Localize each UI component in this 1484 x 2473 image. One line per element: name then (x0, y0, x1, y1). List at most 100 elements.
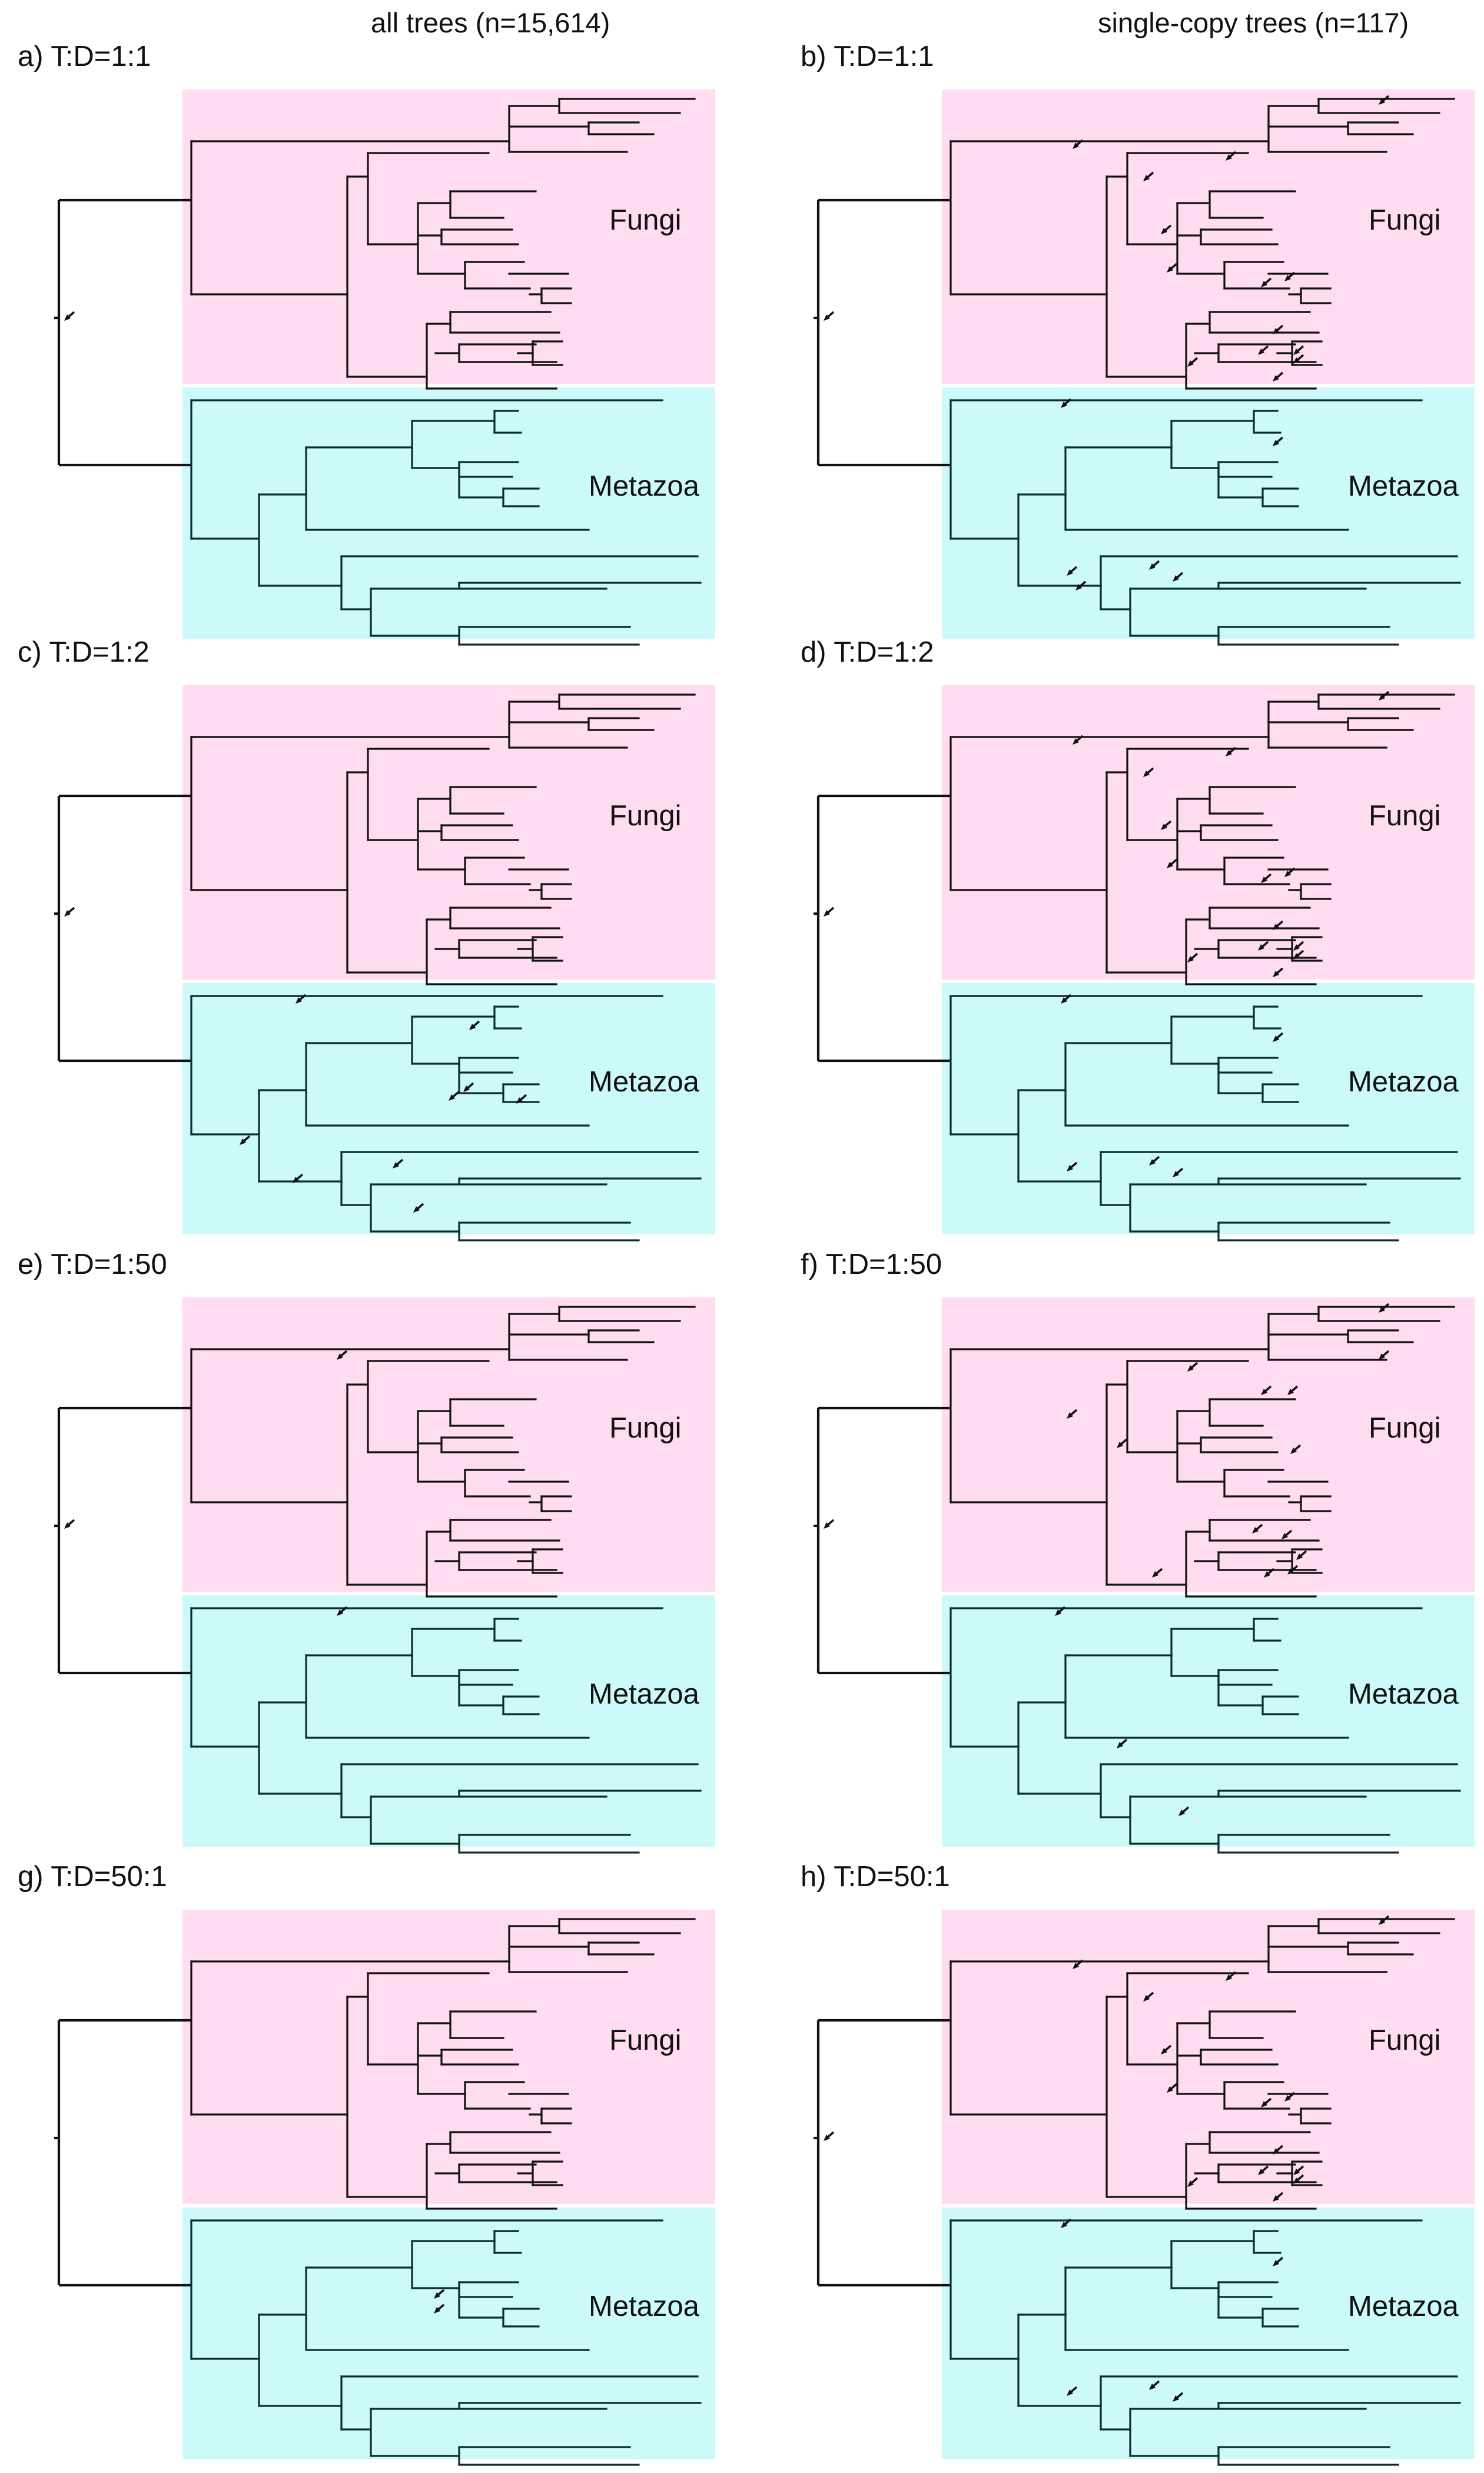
fungi-clade-background (182, 89, 715, 384)
fungi-clade-background (182, 1910, 715, 2204)
arrow-fungi (1282, 1529, 1293, 1539)
panel-label-c: c) T:D=1:2 (18, 636, 150, 668)
panel-label-a: a) T:D=1:1 (18, 41, 151, 72)
metazoa-clade-background (942, 1595, 1475, 1847)
clade-label-fungi: Fungi (1369, 204, 1441, 236)
arrow-fungi (1226, 746, 1237, 756)
fungi-clade-background (942, 1297, 1475, 1592)
arrow-fungi (1226, 151, 1237, 161)
arrow-metazoa (434, 2303, 445, 2313)
arrow-fungi (1293, 950, 1304, 960)
panel-label-e: e) T:D=1:50 (18, 1249, 167, 1280)
fungi-tree (950, 1303, 1455, 1598)
arrow-fungi (1187, 952, 1199, 962)
arrow-root (824, 2131, 835, 2141)
arrow-metazoa (1173, 2392, 1184, 2402)
arrow-fungi (1073, 139, 1084, 149)
metazoa-tree (950, 1606, 1461, 1854)
fungi-clade-background (942, 685, 1475, 980)
metazoa-tree (190, 994, 702, 1242)
clade-label-metazoa: Metazoa (1348, 1678, 1459, 1710)
fungi-tree (950, 691, 1455, 985)
arrow-fungi (1379, 691, 1390, 701)
clade-label-fungi: Fungi (1369, 1412, 1441, 1444)
clade-label-metazoa: Metazoa (589, 1678, 700, 1710)
clade-label-fungi: Fungi (609, 1412, 682, 1444)
fungi-clade-background (942, 89, 1475, 384)
arrow-fungi (1143, 171, 1154, 181)
arrow-fungi (1290, 1444, 1302, 1454)
metazoa-clade-background (942, 387, 1475, 639)
arrow-fungi (1284, 271, 1296, 281)
clade-label-metazoa: Metazoa (589, 470, 700, 502)
fungi-tree (190, 98, 696, 390)
arrow-metazoa (393, 1159, 404, 1169)
arrow-metazoa (1061, 398, 1072, 408)
arrow-fungi (1067, 1409, 1078, 1419)
arrow-metazoa (1149, 2380, 1160, 2390)
arrow-fungi (1273, 2145, 1284, 2155)
arrow-fungi (1293, 354, 1304, 364)
panel-label-h: h) T:D=50:1 (801, 1861, 950, 1893)
fungi-tree (190, 1918, 696, 2210)
arrow-fungi (1273, 371, 1284, 381)
arrow-metazoa (1273, 436, 1284, 446)
metazoa-tree (950, 994, 1461, 1242)
arrow-fungi (1161, 2044, 1172, 2054)
metazoa-tree (190, 399, 702, 646)
arrow-metazoa (240, 1135, 251, 1145)
arrow-fungi (1273, 324, 1284, 334)
arrow-fungi (1187, 2177, 1199, 2187)
metazoa-clade-background (182, 983, 715, 1234)
arrow-fungi (1293, 345, 1304, 355)
arrow-fungi (1167, 2083, 1178, 2093)
arrow-metazoa (1061, 2218, 1072, 2228)
fungi-tree (950, 1915, 1455, 2210)
arrow-root (824, 907, 835, 917)
arrow-fungi (1258, 345, 1269, 355)
arrow-fungi (1117, 1438, 1128, 1448)
metazoa-clade-background (182, 387, 715, 639)
arrow-fungi (1264, 1568, 1275, 1578)
fungi-tree (950, 95, 1455, 390)
metazoa-clade-background (182, 1595, 715, 1847)
arrow-metazoa (1149, 560, 1160, 570)
arrow-fungi (1293, 2165, 1304, 2175)
arrow-fungi (1287, 1565, 1299, 1575)
clade-label-metazoa: Metazoa (589, 1066, 700, 1098)
arrow-root (824, 311, 835, 321)
fungi-tree (190, 1306, 696, 1598)
arrow-fungi (1073, 1959, 1084, 1969)
metazoa-clade-background (942, 2208, 1475, 2459)
arrow-fungi (1252, 1523, 1263, 1533)
arrow-metazoa (1067, 2386, 1078, 2396)
clade-label-metazoa: Metazoa (1348, 1066, 1459, 1098)
arrow-metazoa (337, 1606, 348, 1616)
arrow-fungi (1073, 735, 1084, 745)
arrow-fungi (1293, 941, 1304, 951)
arrow-fungi (1261, 277, 1272, 287)
arrow-metazoa (1117, 1738, 1128, 1748)
arrow-fungi (1152, 1568, 1163, 1578)
arrow-fungi (1287, 1385, 1299, 1395)
arrow-fungi (1161, 224, 1172, 234)
arrow-metazoa (296, 994, 307, 1004)
fungi-clade-background (182, 1297, 715, 1592)
arrow-fungi (1296, 1550, 1307, 1560)
arrow-fungi (1187, 357, 1199, 367)
arrow-fungi (1187, 1362, 1199, 1372)
metazoa-tree (950, 398, 1461, 646)
arrow-metazoa (1067, 566, 1078, 576)
metazoa-tree (950, 2218, 1461, 2466)
arrow-metazoa (1173, 1167, 1184, 1177)
arrow-metazoa (1149, 1156, 1160, 1166)
metazoa-tree (190, 1606, 702, 1854)
clade-label-fungi: Fungi (609, 204, 682, 236)
